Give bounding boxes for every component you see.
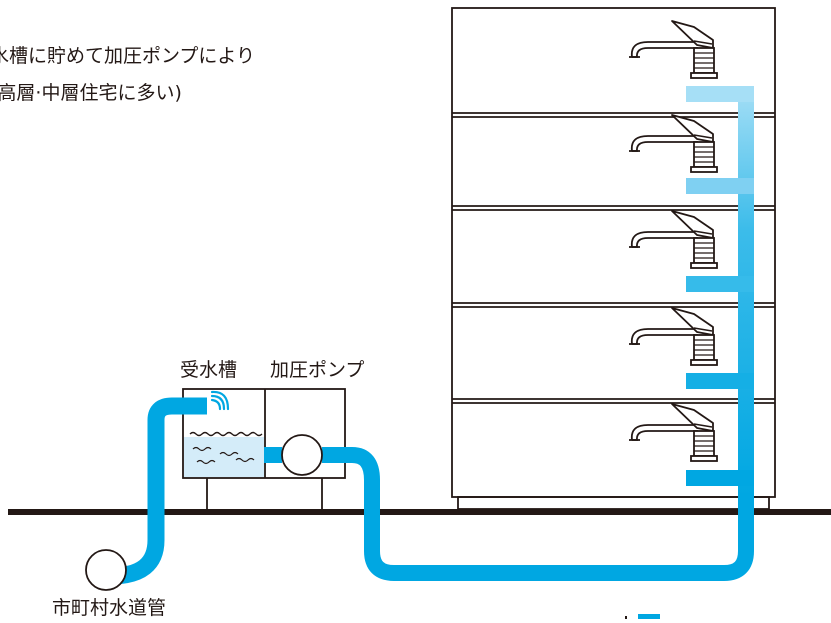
water-splash-icon [210,390,230,411]
pump-circle-icon [281,434,323,476]
booster-pump-label: 加圧ポンプ [270,359,365,381]
receiving-tank-label: 受水槽 [180,359,238,381]
faucet-icon [628,403,718,462]
supply-pipes [102,397,754,585]
pipe-section-icon [85,549,127,591]
bottom-marks [625,614,660,619]
ground-line [8,509,831,515]
description-line-1: 水槽に貯めて加圧ポンプにより [0,45,256,67]
building-riser-pipe [686,86,754,496]
receiving-tank-water [184,431,264,477]
faucet-icon [628,114,718,173]
faucet-icon [628,307,718,366]
municipal-water-main-label: 市町村水道管 [52,597,167,619]
faucet-icon [628,20,718,79]
faucet-icon [628,210,718,269]
description-line-2: (高層·中層住宅に多い) [0,82,182,104]
apartment-building [451,7,776,510]
tank-and-pump-housing [182,388,346,509]
